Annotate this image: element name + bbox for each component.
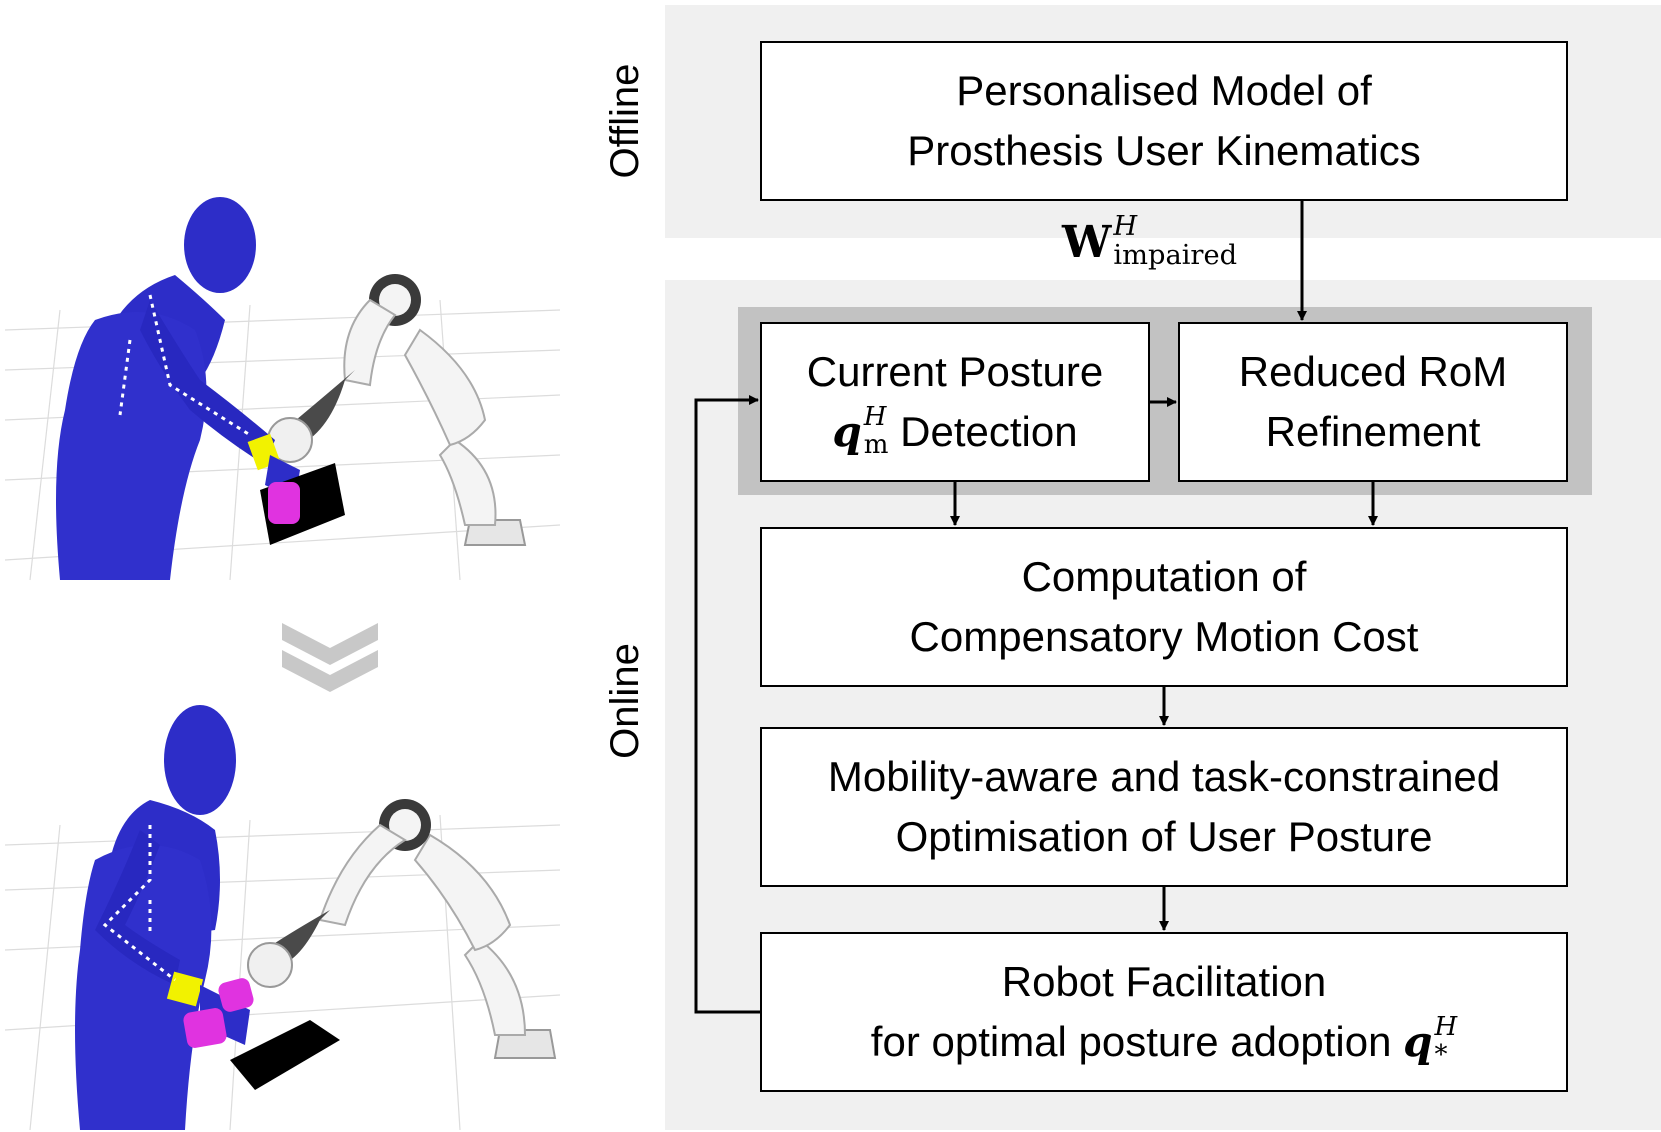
robot-facilitation-line1: Robot Facilitation [1001,958,1327,1006]
q-star-symbol: q [1403,1017,1433,1066]
personalised-model-box: Personalised Model of Prosthesis User Ki… [760,41,1568,201]
human-figure-bottom [75,705,340,1130]
current-posture-line2: Detection [888,408,1078,455]
robot-arm-top [267,274,527,546]
q-subscript: m [863,429,889,460]
online-label: Online [603,643,647,759]
optimisation-box: Mobility-aware and task-constrained Opti… [760,727,1568,887]
offline-label: Offline [603,63,647,179]
robot-facilitation-line2: for optimal posture adoption [870,1018,1404,1065]
q-star-subscript: * [1434,1039,1448,1070]
w-impaired-label: W H impaired [1062,212,1237,272]
current-posture-box: Current Posture q H m Detection [760,322,1150,482]
reduced-rom-line2: Refinement [1265,408,1481,455]
human-figure-top [56,197,345,580]
chevron-down-icon [282,623,378,692]
robot-facilitation-box: Robot Facilitation for optimal posture a… [760,932,1568,1092]
current-posture-line1: Current Posture [806,348,1104,396]
personalised-model-line1: Personalised Model of [956,67,1372,115]
reduced-rom-box: Reduced RoM Refinement [1178,322,1568,482]
personalised-model-line2: Prosthesis User Kinematics [907,127,1421,174]
w-superscript: H [1113,211,1138,243]
compensatory-line1: Computation of [1021,553,1307,601]
robot-arm-bottom [247,799,557,1059]
optimisation-line2: Optimisation of User Posture [895,813,1433,860]
w-symbol: W [1062,216,1112,268]
w-subscript: impaired [1113,240,1238,271]
compensatory-line2: Compensatory Motion Cost [909,613,1419,660]
reduced-rom-line1: Reduced RoM [1238,348,1508,396]
compensatory-cost-box: Computation of Compensatory Motion Cost [760,527,1568,687]
illustration-panel [4,197,561,1131]
q-superscript: H [863,402,887,433]
q-star-superscript: H [1434,1012,1458,1043]
optimisation-line1: Mobility-aware and task-constrained [827,753,1501,801]
q-symbol: q [832,407,862,456]
